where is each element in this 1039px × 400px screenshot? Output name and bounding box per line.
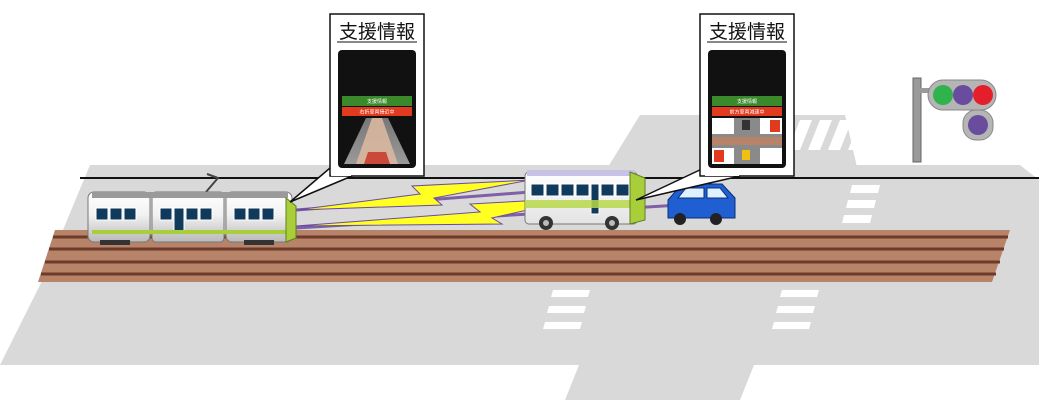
signal-light-arrow [968, 115, 988, 135]
crosswalk-back [788, 120, 872, 150]
screen-warning-zone [364, 152, 390, 164]
signal-light-yellow [953, 85, 973, 105]
crosswalk-right-front [772, 290, 819, 329]
screen-map-marker [714, 150, 724, 162]
tram-roof [92, 192, 288, 198]
callout-title: 支援情報 [339, 21, 415, 43]
bus-roof [527, 170, 635, 176]
screen-map-marker [770, 120, 780, 132]
track-bed [38, 230, 1010, 282]
tram-bogie [244, 240, 274, 245]
tram-tracks [38, 230, 1010, 282]
screen-header-text: 支援情報 [737, 98, 757, 105]
callout-tram: 支援情報 支援情報 右折車両接近中 [289, 13, 425, 203]
screen-track-view [356, 118, 398, 164]
screen-header-bar [342, 96, 412, 106]
traffic-signal [912, 77, 997, 163]
tram-accent-band [92, 230, 288, 234]
screen-header-text: 支援情報 [367, 98, 387, 105]
bus-stripe [525, 200, 637, 208]
car [667, 183, 736, 225]
signal-pole [912, 77, 922, 163]
tram [87, 173, 297, 245]
screen-alert-bar [712, 107, 782, 116]
screen-alert-text: 前方車両減速中 [729, 109, 764, 116]
signal-light-red [973, 85, 993, 105]
callout-bus: 支援情報 支援情報 前方車両減速中 [635, 13, 795, 201]
bus-body [524, 171, 638, 225]
crosswalk-left-front [543, 290, 590, 329]
screen-alert-text: 右折車両接近中 [359, 109, 394, 116]
road-surface-cross-front [565, 350, 760, 400]
tram-windows [95, 207, 275, 233]
bus-front [629, 171, 646, 225]
crosswalk-right [842, 185, 880, 223]
screen-header-bar [712, 96, 782, 106]
bus-windows [530, 183, 630, 215]
car-wheel [710, 213, 722, 225]
bus [524, 170, 646, 230]
tram-front [285, 196, 297, 243]
screen-map-vehicle [742, 120, 750, 130]
screen-map-vehicle [742, 150, 750, 160]
screen-map-track [712, 137, 782, 145]
car-window [706, 187, 730, 199]
signal-light-green [933, 85, 953, 105]
tram-bogie [100, 240, 130, 245]
car-wheel [674, 213, 686, 225]
screen-alert-bar [342, 107, 412, 116]
signal-arm [919, 88, 933, 93]
pantograph [205, 173, 220, 193]
bus-wheel [609, 220, 615, 226]
car-window [676, 187, 705, 199]
bus-wheel [543, 220, 549, 226]
callout-title: 支援情報 [709, 21, 785, 43]
